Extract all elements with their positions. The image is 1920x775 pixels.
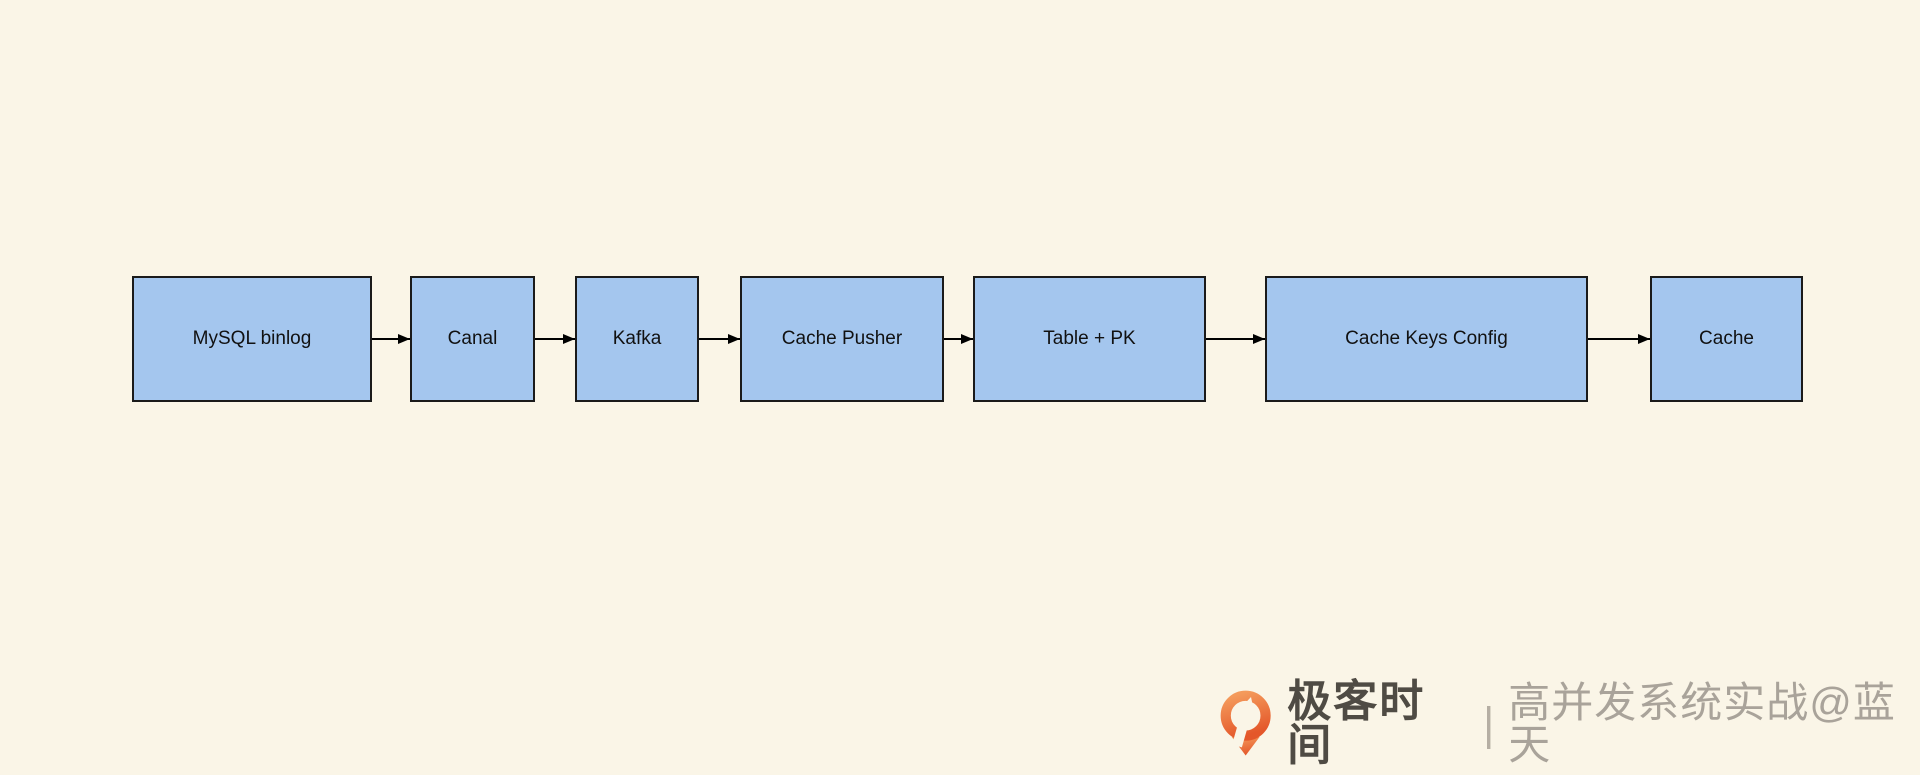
arrowhead-icon — [728, 334, 740, 344]
arrowhead-icon — [961, 334, 973, 344]
arrow-table-pk-to-cache-keys-config — [1206, 334, 1265, 344]
diagram-node-cache-keys-config: Cache Keys Config — [1265, 276, 1588, 402]
watermark-brand-text: 极客时间 — [1287, 677, 1426, 770]
node-label: MySQL binlog — [192, 328, 312, 349]
node-label: Cache — [1699, 328, 1754, 349]
node-label: Canal — [447, 328, 498, 349]
diagram-node-mysql-binlog: MySQL binlog — [132, 276, 372, 402]
arrow-kafka-to-cache-pusher — [699, 334, 740, 344]
watermark: 极客时间 | 高并发系统实战@蓝天 — [1216, 680, 1920, 768]
arrow-cache-keys-config-to-cache — [1588, 334, 1650, 344]
node-label: Cache Keys Config — [1345, 328, 1508, 349]
arrowhead-icon — [1253, 334, 1265, 344]
arrow-canal-to-kafka — [535, 334, 575, 344]
diagram-node-cache-pusher: Cache Pusher — [740, 276, 944, 402]
arrow-mysql-binlog-to-canal — [372, 334, 410, 344]
diagram-node-canal: Canal — [410, 276, 535, 402]
watermark-divider: | — [1483, 697, 1495, 750]
diagram-node-kafka: Kafka — [575, 276, 699, 402]
node-label: Kafka — [612, 328, 662, 349]
arrowhead-icon — [398, 334, 410, 344]
node-label: Table + PK — [1043, 328, 1136, 349]
node-label: Cache Pusher — [781, 328, 903, 349]
arrowhead-icon — [563, 334, 575, 344]
geektime-logo-icon — [1220, 690, 1271, 756]
arrow-cache-pusher-to-table-pk — [944, 334, 973, 344]
diagram-node-cache: Cache — [1650, 276, 1803, 402]
watermark-course-text: 高并发系统实战@蓝天 — [1508, 679, 1896, 768]
arrowhead-icon — [1638, 334, 1650, 344]
diagram-node-table-pk: Table + PK — [973, 276, 1206, 402]
